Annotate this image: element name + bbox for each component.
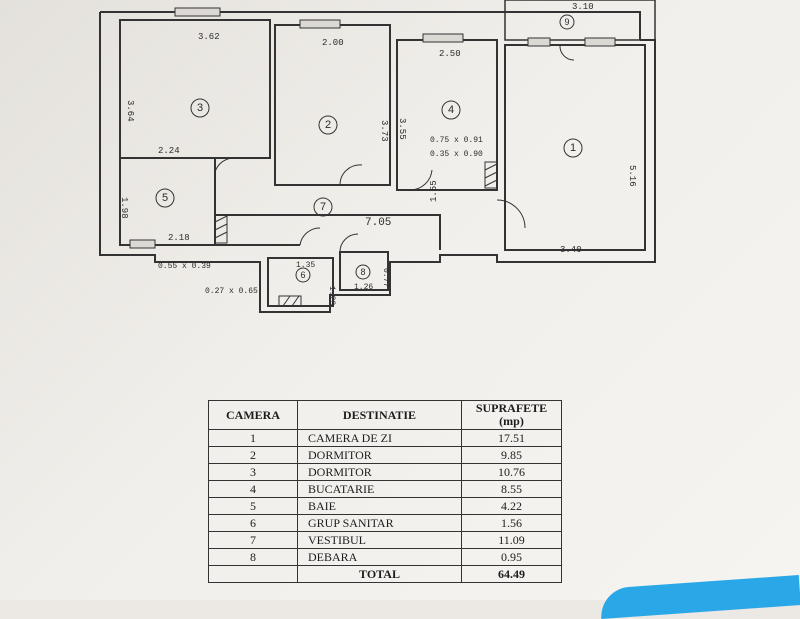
room-num-9: 9 [564,17,569,27]
cell-camera: 8 [208,548,298,566]
dim-hall-width: 1.55 [429,180,439,202]
cell-camera: 7 [208,531,298,549]
window-note-6: 0.27 x 0.65 [205,287,258,296]
room-num-1: 1 [570,142,576,154]
cell-destinatie: DEBARA [297,548,462,566]
doors [214,44,575,253]
dim-r4-height: 3.55 [397,118,407,140]
dim-r5-width-top: 2.24 [158,146,180,156]
cell-suprafata: 17.51 [461,429,562,447]
dim-r8-width: 1.26 [354,283,373,292]
cell-total-label: TOTAL [297,565,462,583]
room-num-8: 8 [360,267,365,277]
dim-r6-height: 1.23 [327,286,336,305]
cell-total-empty [208,565,298,583]
cell-suprafata: 10.76 [461,463,562,481]
cell-destinatie: DORMITOR [297,463,462,481]
cell-suprafata: 8.55 [461,480,562,498]
col-suprafete-unit: (mp) [499,414,524,428]
cell-destinatie: DORMITOR [297,446,462,464]
dim-r3-width: 3.62 [198,32,220,42]
cell-camera: 1 [208,429,298,447]
cell-destinatie: BAIE [297,497,462,515]
cell-destinatie: GRUP SANITAR [297,514,462,532]
cell-camera: 6 [208,514,298,532]
window-note-4b: 0.35 x 0.90 [430,150,483,159]
cell-suprafata: 1.56 [461,514,562,532]
room-num-3: 3 [197,102,203,114]
room-num-5: 5 [162,192,168,204]
cell-suprafata: 9.85 [461,446,562,464]
floor-plan: 3 2 4 1 5 7 6 8 9 3.62 3.64 2.00 2.50 3.… [99,0,656,313]
dim-r4-width: 2.50 [439,49,461,59]
col-destinatie: DESTINATIE [297,400,462,430]
cell-suprafata: 4.22 [461,497,562,515]
room-num-4: 4 [448,104,454,116]
room-num-6: 6 [300,270,305,280]
dim-r5-height: 1.98 [119,197,129,219]
dim-r5-width-bottom: 2.18 [168,233,190,243]
dim-hall-length: 7.05 [365,217,391,229]
dim-r8-height: 0.77 [381,268,390,287]
room-num-7: 7 [320,201,326,213]
dim-r2-height: 3.73 [379,120,389,142]
window-note-4: 0.75 x 0.91 [430,136,483,145]
dim-r3-height: 3.64 [125,100,135,122]
cell-destinatie: VESTIBUL [297,531,462,549]
dim-r9-width: 3.10 [572,2,594,12]
dim-r2-width: 2.00 [322,38,344,48]
window-note-5: 0.55 x 0.39 [158,262,211,271]
hatching [214,161,498,307]
cell-suprafata: 11.09 [461,531,562,549]
dim-r1-height: 5.16 [627,165,637,187]
cell-camera: 3 [208,463,298,481]
table-header-row: CAMERA DESTINATIE SUPRAFETE (mp) [208,400,562,430]
cell-total-value: 64.49 [461,565,562,583]
cell-suprafata: 0.95 [461,548,562,566]
cell-camera: 5 [208,497,298,515]
col-suprafete: SUPRAFETE (mp) [461,400,562,430]
cell-camera: 4 [208,480,298,498]
cell-camera: 2 [208,446,298,464]
dim-r6-width: 1.35 [296,261,315,270]
col-suprafete-label: SUPRAFETE [475,401,548,415]
dim-r1-width: 3.40 [560,245,582,255]
col-camera: CAMERA [208,400,298,430]
total-row: TOTAL 64.49 [208,565,562,583]
room-markers [155,14,583,283]
blue-overlay-mark [599,575,800,619]
room-num-2: 2 [325,119,331,131]
cell-destinatie: BUCATARIE [297,480,462,498]
cell-destinatie: CAMERA DE ZI [297,429,462,447]
windows [129,7,616,249]
